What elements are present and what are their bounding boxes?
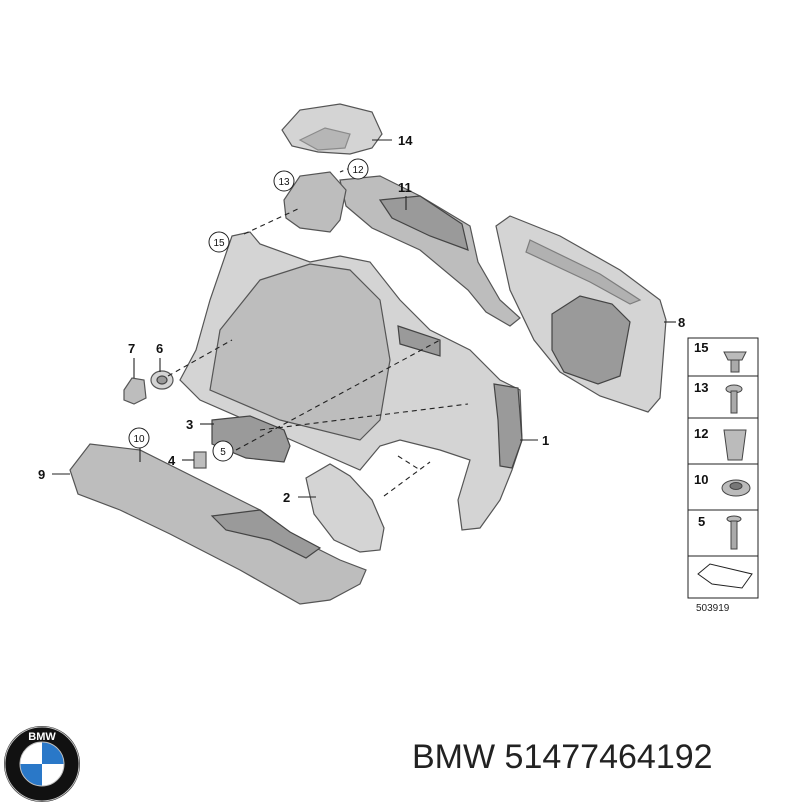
part-7-cap	[123, 377, 147, 405]
part-14-cover	[281, 103, 383, 155]
callout-3: 3	[186, 417, 193, 432]
legend-box: 15 13 12 10 5 503919	[687, 337, 759, 614]
legend-item-13: 13	[694, 380, 708, 395]
part-2-flap	[305, 463, 385, 553]
diagram-number: 503919	[696, 603, 730, 614]
caption-line: BMW 51477464192	[412, 738, 713, 777]
part-6-ring	[150, 370, 174, 390]
push-clip-icon	[723, 351, 747, 373]
callout-1: 1	[542, 433, 549, 448]
svg-text:15: 15	[213, 238, 225, 249]
part-1-side-trim	[179, 231, 523, 531]
callout-labels: 14 11 8 1 2 3 4 7 6 9	[38, 133, 685, 505]
circled-ref-10: 10	[128, 427, 150, 449]
circled-refs: 13 12 15 10 5	[128, 158, 369, 462]
part-4-clip	[193, 451, 207, 469]
part-8-panel	[495, 215, 667, 413]
legend-item-5: 5	[698, 514, 705, 529]
callout-9: 9	[38, 467, 45, 482]
circled-ref-5: 5	[212, 440, 234, 462]
callout-7: 7	[128, 341, 135, 356]
expansion-nut-icon	[723, 429, 747, 461]
bolt-icon	[726, 515, 742, 550]
circled-ref-13: 13	[273, 170, 295, 192]
part-bracket-13	[283, 171, 347, 233]
leader-lines	[52, 139, 676, 498]
callout-11: 11	[398, 180, 412, 195]
legend-item-12: 12	[694, 426, 708, 441]
hex-nut-icon	[721, 479, 751, 497]
svg-text:12: 12	[352, 165, 364, 176]
legend-item-10: 10	[694, 472, 708, 487]
svg-text:5: 5	[220, 447, 226, 458]
callout-8: 8	[678, 315, 685, 330]
callout-4: 4	[168, 453, 176, 468]
logo-letters: BMW	[28, 731, 56, 743]
callout-6: 6	[156, 341, 163, 356]
bmw-logo: BMW	[4, 726, 80, 802]
brand-name: BMW	[412, 738, 496, 776]
circled-ref-15: 15	[208, 231, 230, 253]
svg-text:10: 10	[133, 434, 145, 445]
part-9-floor-tray	[69, 443, 367, 605]
callout-14: 14	[398, 133, 413, 148]
circled-ref-12: 12	[347, 158, 369, 180]
part-number: 51477464192	[504, 738, 713, 776]
part-11-bracket	[339, 175, 521, 327]
screw-icon	[725, 384, 743, 414]
callout-2: 2	[283, 490, 290, 505]
legend-item-15: 15	[694, 340, 708, 355]
svg-text:13: 13	[278, 177, 290, 188]
wedge-shape-icon	[697, 563, 753, 589]
